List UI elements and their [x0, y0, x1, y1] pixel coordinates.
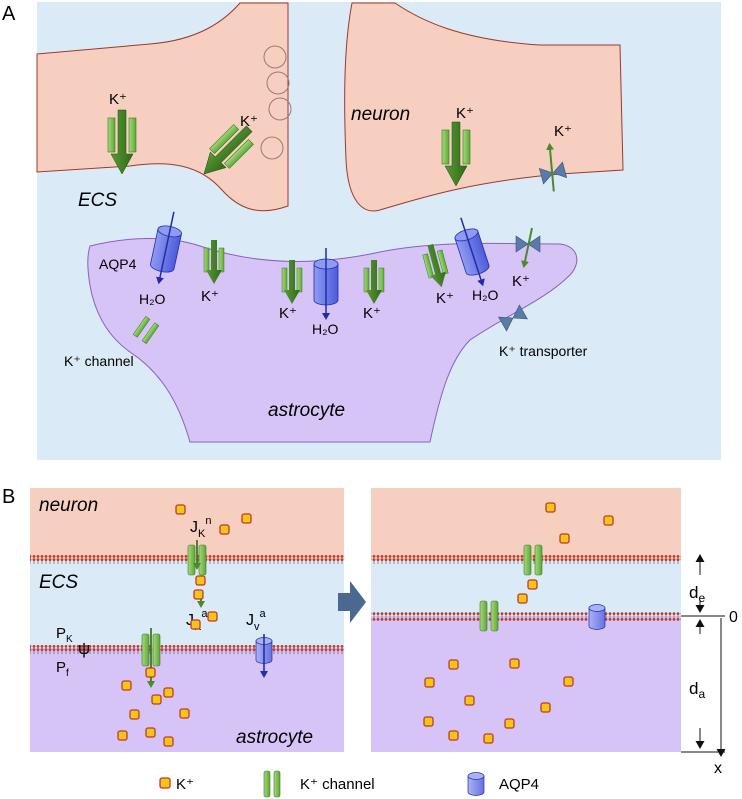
panel-b-right — [371, 488, 681, 752]
k-channel-astro-2 — [281, 260, 303, 304]
k-label-7: K⁺ — [363, 305, 381, 322]
astro-membrane-b2 — [371, 612, 681, 621]
pk-label: PK — [56, 625, 73, 645]
k-label-1: K⁺ — [109, 91, 127, 108]
ecs-label-a: ECS — [78, 190, 117, 211]
astro-membrane-b1 — [30, 645, 344, 654]
k-label-4: K⁺ — [554, 123, 572, 140]
k-channel-with-efflux-1 — [107, 109, 137, 175]
astrocyte-body-a — [87, 238, 578, 443]
legend-k-ion-label: K⁺ — [176, 776, 194, 793]
dimension-annotations: de da 0 x — [681, 554, 738, 777]
k-label-2: K⁺ — [240, 113, 258, 130]
neuron-label-a: neuron — [351, 104, 410, 125]
neuron-region-b1 — [30, 488, 344, 560]
de-label: de — [689, 583, 705, 605]
panel-b-letter: B — [2, 486, 15, 508]
astro-region-b2 — [371, 616, 681, 752]
legend-k-channel-swatch — [263, 770, 281, 798]
k-channel-label-a: K⁺ channel — [64, 353, 134, 369]
astro-region-b1 — [30, 648, 344, 752]
neuron-terminal-left — [36, 2, 289, 212]
k-label-9: K⁺ — [512, 273, 530, 290]
zero-label: 0 — [729, 609, 738, 626]
k-transporter-neuron — [538, 142, 568, 192]
astrocyte-label-a: astrocyte — [268, 400, 345, 421]
neuron-dendrite-right — [344, 2, 624, 212]
k-label-8: K⁺ — [436, 290, 454, 307]
ecs-label-b: ECS — [39, 572, 78, 593]
k-channel-astro-1 — [203, 240, 225, 284]
aqp4-channel-b1 — [255, 634, 273, 678]
aqp4-channel-a-3 — [454, 217, 490, 287]
ecs-region-b1 — [30, 560, 344, 648]
k-channel-astro-side — [132, 316, 160, 344]
transition-arrow — [338, 581, 366, 623]
k-ions-b2 — [423, 502, 614, 744]
x-axis-label: x — [714, 760, 722, 777]
neuron-label-b: neuron — [39, 495, 98, 516]
k-transporter-label: K⁺ transporter — [499, 343, 588, 359]
k-channel-with-efflux-3 — [441, 121, 471, 187]
k-channel-astro-4 — [422, 243, 449, 288]
k-channel-b1-neuron — [187, 540, 207, 576]
k-label-5: K⁺ — [201, 288, 219, 305]
water-label-3: H₂O — [472, 287, 499, 303]
legend: K⁺ K⁺ channel AQP4 — [159, 770, 539, 798]
aqp4-label: AQP4 — [99, 256, 137, 272]
water-label-1: H₂O — [139, 291, 166, 307]
pf-label: Pf — [56, 659, 69, 679]
aqp4-channel-a-1 — [150, 211, 182, 285]
da-label: da — [689, 679, 705, 701]
k-transporter-astro-side — [498, 304, 528, 332]
k-channel-with-efflux-2 — [203, 124, 254, 175]
k-transporter-astro-top — [515, 227, 541, 268]
legend-aqp4-swatch — [467, 772, 485, 796]
neuron-membrane-b1 — [30, 555, 344, 564]
aqp4-channel-a-2 — [313, 248, 339, 320]
k-channel-astro-3 — [363, 260, 385, 304]
legend-aqp4-label: AQP4 — [499, 776, 539, 793]
panel-b-left: neuron ECS astrocyte JKn JKa Jva PK ψ Pf — [30, 488, 344, 752]
flux-kn-label: JKn — [190, 515, 211, 540]
water-label-2: H₂O — [312, 321, 339, 337]
panel-a: A neuron ECS astrocyte K⁺ K⁺ — [2, 2, 721, 460]
k-channel-b2-astro — [479, 600, 499, 632]
legend-k-channel-label: K⁺ channel — [300, 776, 375, 793]
legend-k-ion-swatch — [159, 777, 171, 789]
aqp4-channel-b2 — [588, 604, 606, 630]
k-label-6: K⁺ — [279, 305, 297, 322]
astrocyte-label-b: astrocyte — [236, 727, 313, 748]
k-label-3: K⁺ — [456, 105, 474, 122]
k-channel-b1-astro — [141, 628, 161, 688]
psi-label: ψ — [78, 639, 90, 658]
panel-a-letter: A — [2, 3, 16, 25]
k-channel-b2-neuron — [523, 544, 543, 576]
flux-va-label: Jva — [246, 608, 267, 633]
synaptic-vesicles — [260, 45, 292, 160]
panel-b: B neuron ECS astrocyte JKn JKa Jva PK ψ … — [2, 486, 738, 777]
k-ions-b1 — [117, 504, 252, 747]
